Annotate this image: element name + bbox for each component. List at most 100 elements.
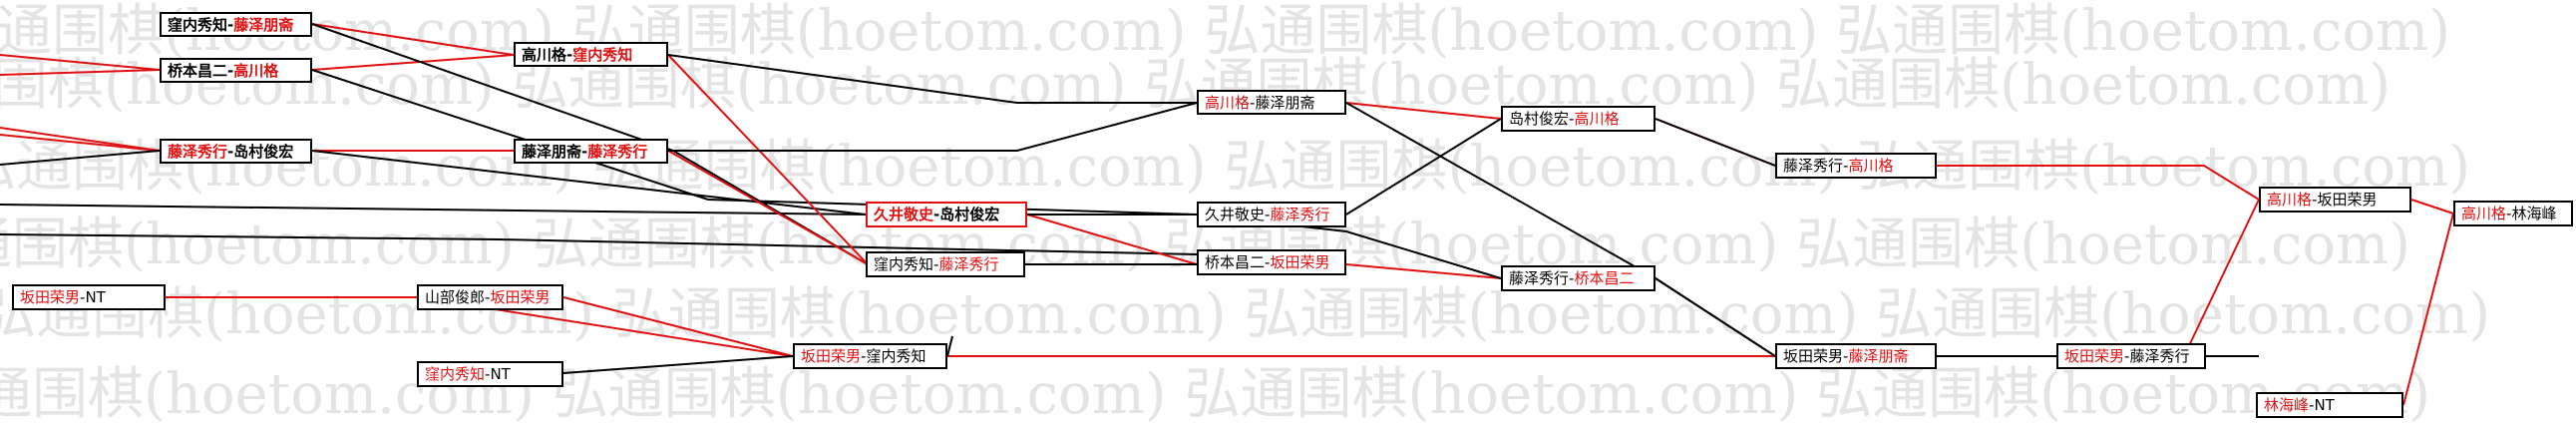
match-box[interactable]: 久井敬史-岛村俊宏 — [866, 202, 1027, 227]
connector-line — [668, 102, 1198, 152]
loser-name: 藤泽秀行 — [1783, 157, 1844, 175]
match-box[interactable]: 桥本昌二-坂田荣男 — [1197, 249, 1346, 275]
loser-name: 岛村俊宏 — [1509, 110, 1570, 128]
connector-line — [311, 54, 515, 71]
connector-line — [1345, 102, 1502, 120]
connector-line — [1937, 165, 2260, 201]
loser-name: 林海峰 — [2511, 205, 2557, 222]
separator: - — [227, 16, 234, 34]
connector-line — [0, 150, 161, 166]
loser-name: 久井敬史 — [1205, 206, 1266, 223]
loser-name: 窪内秀知 — [168, 16, 228, 34]
separator: - — [1250, 94, 1256, 112]
connector-line — [311, 150, 867, 215]
separator: - — [2312, 191, 2318, 209]
match-box[interactable]: 坂田荣男-NT — [12, 284, 166, 310]
winner-name: 高川格 — [2461, 205, 2507, 222]
separator: - — [861, 347, 867, 365]
separator: - — [566, 46, 573, 64]
winner-name: 高川格 — [2267, 191, 2313, 209]
separator: - — [1843, 347, 1849, 365]
connector-line — [1026, 214, 1198, 265]
loser-name: 窪内秀知 — [874, 255, 934, 273]
connector-line — [0, 127, 161, 152]
match-box[interactable]: 山部俊郎-坂田荣男 — [417, 284, 563, 310]
loser-name: NT — [490, 365, 511, 383]
match-box[interactable]: 窪内秀知-NT — [417, 361, 563, 387]
winner-name: 藤泽朋斋 — [233, 16, 294, 34]
connector-line — [0, 69, 161, 76]
winner-name: 坂田荣男 — [490, 288, 551, 306]
winner-name: 藤泽秀行 — [587, 143, 648, 161]
separator: - — [581, 143, 588, 161]
winner-name: 高川格 — [1205, 94, 1251, 112]
connector-line — [667, 54, 869, 265]
loser-name: 桥本昌二 — [168, 62, 228, 80]
winner-name: 窪内秀知 — [425, 365, 486, 383]
winner-name: 坂田荣男 — [801, 347, 862, 365]
loser-name: 藤泽秀行 — [1509, 269, 1570, 287]
winner-name: 高川格 — [233, 62, 279, 80]
connector-line — [0, 134, 161, 152]
match-box[interactable]: 桥本昌二-高川格 — [160, 58, 312, 83]
match-box[interactable]: 久井敬史-藤泽秀行 — [1197, 202, 1346, 227]
match-box[interactable]: 高川格-窪内秀知 — [514, 42, 668, 67]
connector-line — [667, 150, 869, 265]
separator: - — [933, 206, 940, 223]
separator: - — [227, 143, 234, 161]
winner-name: 高川格 — [1574, 110, 1620, 128]
winner-name: 桥本昌二 — [1574, 269, 1635, 287]
loser-name: 藤泽朋斋 — [522, 143, 582, 161]
separator: - — [1265, 206, 1271, 223]
connector-line — [946, 335, 953, 357]
connector-line — [1345, 263, 1502, 279]
winner-name: 坂田荣男 — [20, 288, 81, 306]
match-box[interactable]: 高川格-林海峰 — [2453, 201, 2573, 226]
separator: - — [2309, 396, 2315, 414]
connector-line — [2183, 199, 2260, 357]
loser-name: 岛村俊宏 — [233, 143, 294, 161]
separator: - — [227, 62, 234, 80]
match-box[interactable]: 藤泽秀行-岛村俊宏 — [160, 139, 312, 164]
winner-name: 林海峰 — [2264, 396, 2310, 414]
connector-line — [0, 204, 867, 215]
winner-name: 高川格 — [1848, 157, 1894, 175]
match-box[interactable]: 林海峰-NT — [2256, 392, 2403, 418]
connector-line — [1655, 118, 1776, 167]
connector-line — [311, 23, 515, 56]
winner-name: 藤泽朋斋 — [1848, 347, 1909, 365]
match-box[interactable]: 坂田荣男-窪内秀知 — [793, 343, 947, 369]
match-box[interactable]: 藤泽朋斋-藤泽秀行 — [514, 139, 668, 164]
connector-line — [1345, 118, 1502, 215]
match-box[interactable]: 坂田荣男-藤泽朋斋 — [1775, 343, 1937, 369]
match-box[interactable]: 坂田荣男-藤泽秀行 — [2056, 343, 2206, 369]
separator: - — [485, 365, 491, 383]
connector-line — [311, 69, 1198, 215]
match-box[interactable]: 高川格-藤泽朋斋 — [1197, 90, 1346, 115]
separator: - — [1569, 269, 1575, 287]
match-box[interactable]: 岛村俊宏-高川格 — [1501, 106, 1656, 132]
loser-name: NT — [85, 288, 106, 306]
loser-name: 窪内秀知 — [866, 347, 926, 365]
loser-name: 藤泽秀行 — [2129, 347, 2190, 365]
separator: - — [485, 288, 491, 306]
separator: - — [1843, 157, 1849, 175]
match-box[interactable]: 窪内秀知-藤泽朋斋 — [160, 12, 312, 37]
match-box[interactable]: 高川格-坂田荣男 — [2259, 187, 2411, 213]
connector-line — [562, 296, 794, 357]
match-box[interactable]: 窪内秀知-藤泽秀行 — [866, 251, 1025, 277]
loser-name: 岛村俊宏 — [939, 206, 1000, 223]
match-box[interactable]: 藤泽秀行-桥本昌二 — [1501, 265, 1656, 291]
winner-name: 藤泽秀行 — [168, 143, 228, 161]
match-box[interactable]: 藤泽秀行-高川格 — [1775, 153, 1937, 179]
connector-line — [2410, 199, 2454, 215]
loser-name: 藤泽朋斋 — [1255, 94, 1315, 112]
separator: - — [80, 288, 86, 306]
loser-name: 山部俊郎 — [425, 288, 486, 306]
connector-line — [2402, 213, 2454, 406]
winner-name: 坂田荣男 — [1270, 253, 1330, 271]
separator: - — [1265, 253, 1271, 271]
separator: - — [1569, 110, 1575, 128]
